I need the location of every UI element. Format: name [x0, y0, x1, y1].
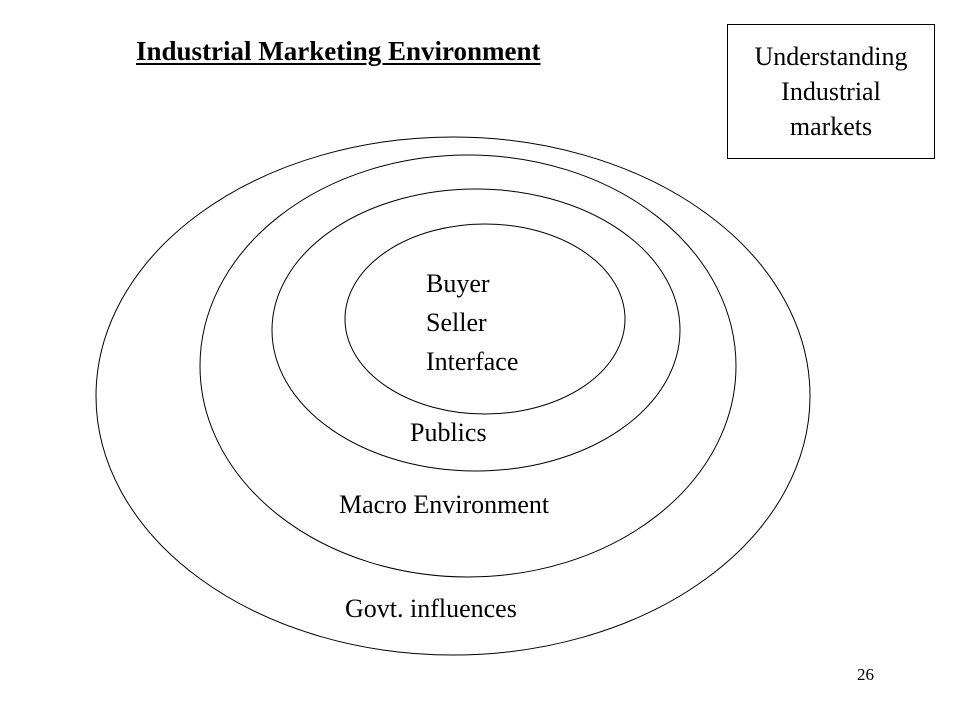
- core-label-buyer: Buyer: [426, 269, 490, 298]
- buyer-seller-interface-core: [344, 223, 626, 415]
- slide-title: Industrial Marketing Environment: [136, 36, 541, 66]
- corner-box-line-2: Industrial: [781, 77, 881, 106]
- page-number: 26: [857, 665, 874, 684]
- macro-environment-label: Macro Environment: [339, 490, 550, 519]
- govt-influences-label: Govt. influences: [345, 594, 517, 623]
- corner-box-line-3: markets: [789, 112, 873, 141]
- corner-box-line-1: Understanding: [754, 42, 908, 71]
- publics-ring: [271, 188, 681, 472]
- govt-influences-ring: [95, 136, 811, 656]
- core-label: Buyer Seller Interface: [426, 264, 518, 381]
- core-label-interface: Interface: [426, 347, 519, 376]
- understanding-markets-box: Understanding Industrial markets: [727, 24, 935, 159]
- publics-label: Publics: [410, 418, 487, 447]
- core-label-seller: Seller: [426, 308, 487, 337]
- macro-environment-ring: [199, 154, 737, 578]
